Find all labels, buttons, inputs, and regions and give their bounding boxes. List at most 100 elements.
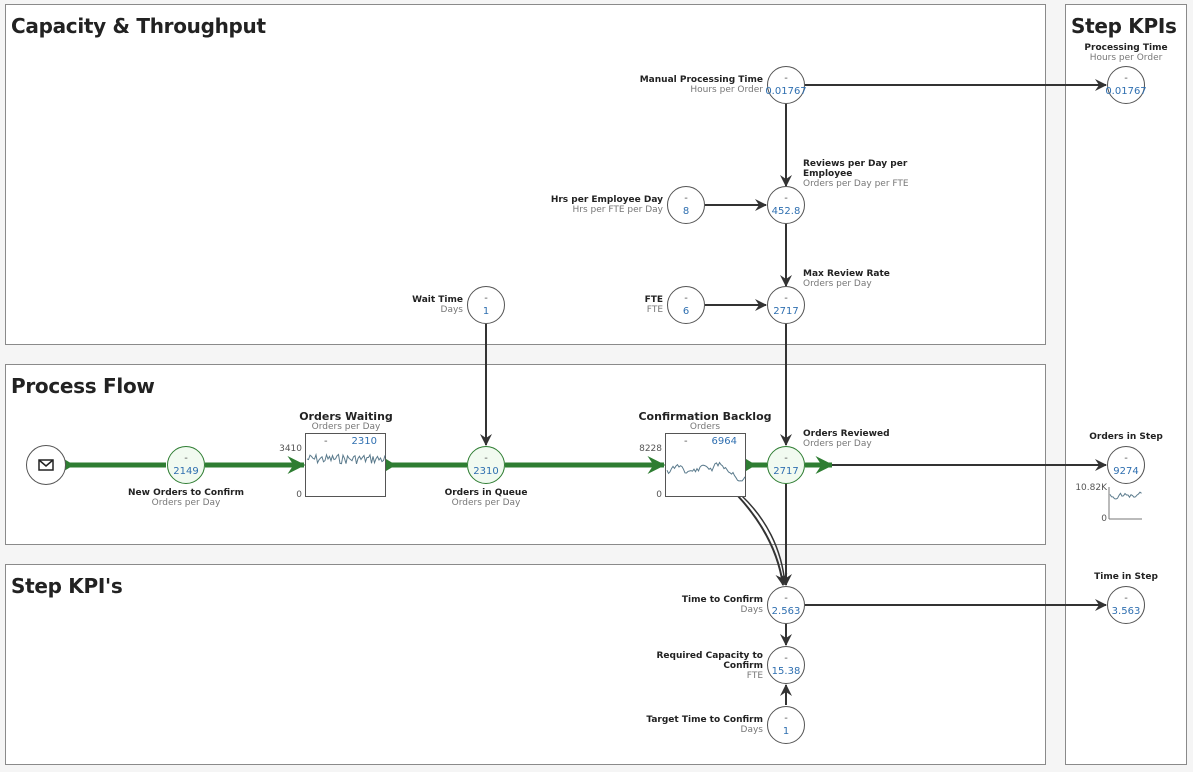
label-orders-waiting: Orders Waiting Orders per Day — [286, 410, 406, 432]
node-new-orders-to-confirm[interactable]: - 2149 — [167, 446, 205, 484]
panel-capacity-throughput: Capacity & Throughput — [5, 4, 1046, 345]
label-kpi-time-in-step: Time in Step — [1066, 572, 1186, 582]
node-dash: - — [484, 293, 488, 304]
node-value: 15.38 — [771, 666, 801, 677]
label-title: Orders Reviewed — [803, 429, 890, 439]
stock-orders-waiting[interactable]: - 2310 — [305, 433, 386, 497]
label-orders-reviewed: Orders Reviewed Orders per Day — [803, 429, 923, 449]
node-dash: - — [784, 713, 788, 724]
label-kpi-processing-time: Processing Time Hours per Order — [1066, 43, 1186, 63]
label-title: Max Review Rate — [803, 269, 890, 279]
node-manual-processing-time[interactable]: - 0.01767 — [765, 66, 807, 104]
label-orders-in-queue: Orders in Queue Orders per Day — [406, 488, 566, 508]
sparkline — [306, 452, 386, 465]
label-title: Orders in Step — [1089, 432, 1163, 442]
node-value: 2310 — [473, 466, 499, 477]
label-unit: Orders per Day — [451, 498, 521, 508]
node-dash: - — [1124, 593, 1128, 604]
label-title: Orders Waiting — [299, 410, 393, 423]
panel-process-flow: Process Flow — [5, 364, 1046, 545]
label-title: New Orders to Confirm — [128, 488, 244, 498]
stock-confirmation-backlog[interactable]: - 6964 — [665, 433, 746, 497]
node-value: 9274 — [1113, 466, 1139, 477]
label-title: Time in Step — [1094, 572, 1158, 582]
panel-step-kpis-sidebar: Step KPIs — [1065, 4, 1187, 765]
node-dash: - — [1124, 73, 1128, 84]
label-unit: Orders per Day — [151, 498, 221, 508]
label-title: Wait Time — [412, 295, 463, 305]
sparkline — [666, 461, 746, 482]
node-hrs-per-employee-day[interactable]: - 8 — [667, 186, 705, 224]
axis-max-label: 8228 — [639, 444, 662, 454]
label-unit: Orders per Day — [803, 279, 872, 289]
label-title: Confirmation Backlog — [638, 410, 772, 423]
label-unit: Hours per Order — [1089, 53, 1163, 63]
label-wait-time: Wait Time Days — [363, 295, 463, 315]
stock-value: 2310 — [351, 436, 377, 447]
label-unit: FTE — [746, 671, 763, 681]
kpi-orders-in-step-sparkline — [1108, 487, 1142, 520]
label-time-to-confirm: Time to Confirm Days — [603, 595, 763, 615]
label-title: Manual Processing Time — [639, 75, 763, 85]
axis-min-label: 0 — [1101, 514, 1107, 524]
node-reviews-per-day[interactable]: - 452.8 — [767, 186, 805, 224]
node-dash: - — [684, 293, 688, 304]
node-dash: - — [1124, 453, 1128, 464]
node-dash: - — [784, 593, 788, 604]
label-manual-processing-time: Manual Processing Time Hours per Order — [563, 75, 763, 95]
label-title: Orders in Queue — [444, 488, 528, 498]
node-required-capacity[interactable]: - 15.38 — [767, 646, 805, 684]
node-kpi-time-in-step[interactable]: - 3.563 — [1107, 586, 1145, 624]
stock-dash: - — [684, 436, 688, 447]
envelope-icon — [38, 459, 54, 471]
label-required-capacity: Required Capacity to Confirm FTE — [648, 651, 764, 681]
source-node[interactable] — [26, 445, 66, 485]
sparkline — [1109, 491, 1142, 500]
node-dash: - — [484, 453, 488, 464]
stock-dash: - — [324, 436, 328, 447]
axis-max-label: 3410 — [279, 444, 302, 454]
node-value: 6 — [682, 306, 690, 317]
node-value: 0.01767 — [765, 86, 807, 97]
node-value: 8 — [682, 206, 690, 217]
node-dash: - — [784, 73, 788, 84]
node-value: 452.8 — [771, 206, 801, 217]
label-target-time-to-confirm: Target Time to Confirm Days — [583, 715, 763, 735]
label-unit: Orders per Day — [311, 422, 381, 432]
node-value: 2717 — [773, 306, 799, 317]
node-dash: - — [784, 293, 788, 304]
node-kpi-processing-time[interactable]: - 0.01767 — [1105, 66, 1147, 104]
label-confirmation-backlog: Confirmation Backlog Orders — [630, 410, 780, 432]
label-unit: Orders per Day per FTE — [803, 179, 909, 189]
label-reviews-per-day: Reviews per Day per Employee Orders per … — [803, 159, 923, 189]
node-max-review-rate[interactable]: - 2717 — [767, 286, 805, 324]
node-fte[interactable]: - 6 — [667, 286, 705, 324]
label-title: Time to Confirm — [681, 595, 763, 605]
node-orders-in-queue[interactable]: - 2310 — [467, 446, 505, 484]
node-wait-time[interactable]: - 1 — [467, 286, 505, 324]
node-value: 3.563 — [1111, 606, 1141, 617]
label-title: FTE — [644, 295, 663, 305]
label-hrs-per-employee-day: Hrs per Employee Day Hrs per FTE per Day — [463, 195, 663, 215]
label-unit: Hours per Order — [690, 85, 763, 95]
label-max-review-rate: Max Review Rate Orders per Day — [803, 269, 923, 289]
node-kpi-orders-in-step[interactable]: - 9274 — [1107, 446, 1145, 484]
node-orders-reviewed[interactable]: - 2717 — [767, 446, 805, 484]
panel-title: Step KPI's — [11, 574, 123, 598]
label-unit: Hrs per FTE per Day — [572, 205, 663, 215]
axis-max-label: 10.82K — [1075, 483, 1107, 493]
axis-min-label: 0 — [296, 490, 302, 500]
node-value: 1 — [482, 306, 490, 317]
stock-value: 6964 — [711, 436, 737, 447]
node-dash: - — [184, 453, 188, 464]
node-time-to-confirm[interactable]: - 2.563 — [767, 586, 805, 624]
label-title: Hrs per Employee Day — [550, 195, 663, 205]
label-title: Reviews per Day per Employee — [803, 159, 908, 179]
label-unit: Days — [740, 605, 763, 615]
node-value: 2.563 — [771, 606, 801, 617]
panel-title: Process Flow — [11, 374, 155, 398]
node-dash: - — [684, 193, 688, 204]
node-dash: - — [784, 453, 788, 464]
node-target-time-to-confirm[interactable]: - 1 — [767, 706, 805, 744]
label-title: Required Capacity to Confirm — [656, 651, 764, 671]
